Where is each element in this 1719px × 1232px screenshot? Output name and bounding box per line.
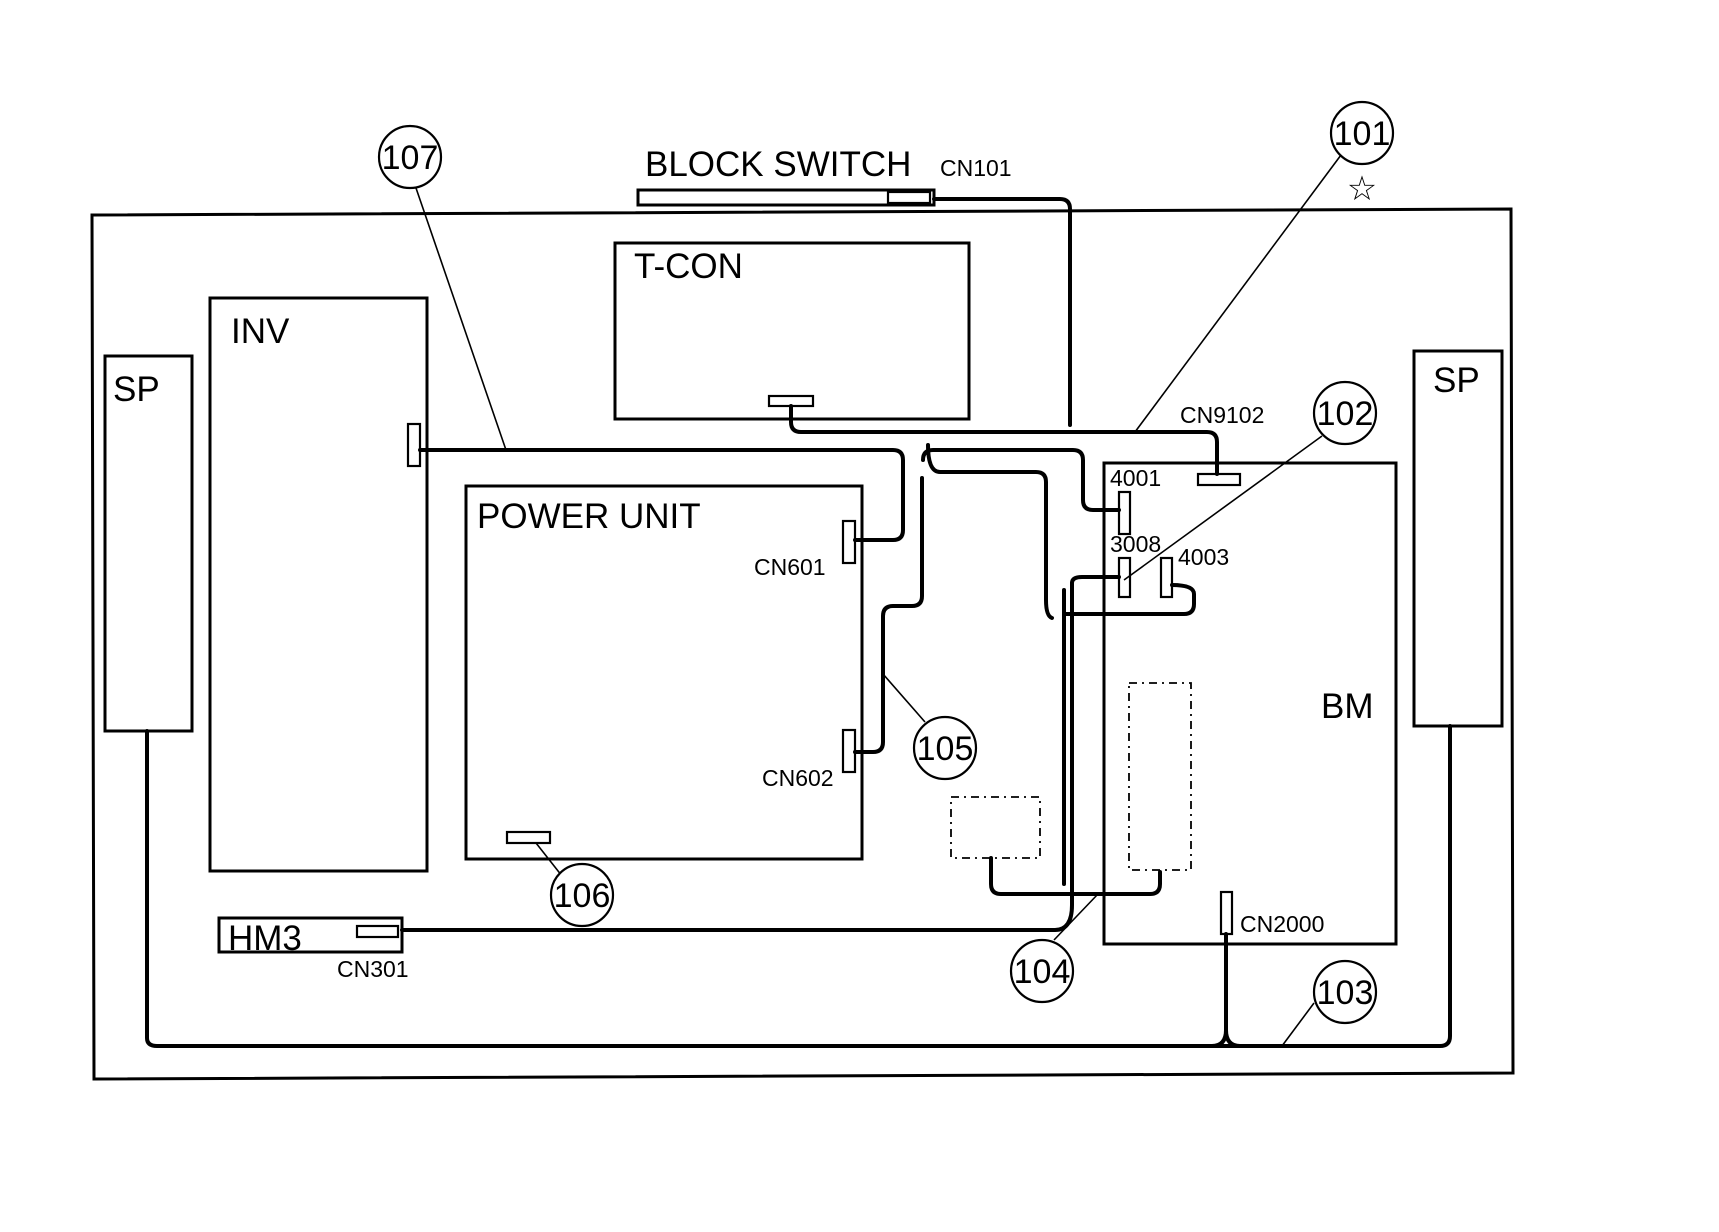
cn601-connector — [841, 519, 857, 565]
star-mark: ☆ — [1347, 170, 1377, 208]
bm: BM CN9102 4001 3008 4003 CN2000 — [1102, 402, 1398, 946]
leader-101 — [1134, 154, 1342, 433]
cn301-label: CN301 — [337, 956, 409, 982]
callout-107-circle — [377, 124, 443, 190]
bm-label: BM — [1321, 687, 1374, 726]
leader-104 — [1053, 893, 1099, 941]
cn2000-connector — [1219, 890, 1234, 936]
callout-103: 103 — [1312, 959, 1378, 1025]
wire-3008 — [1070, 575, 1121, 585]
wire-107 — [418, 448, 905, 542]
callout-101-circle — [1329, 100, 1395, 166]
cn602-label: CN602 — [762, 765, 834, 791]
power-unit-label: POWER UNIT — [477, 497, 701, 536]
leader-105 — [882, 673, 926, 723]
wire-dashed-loop — [989, 856, 1162, 896]
speaker-right-box — [1412, 349, 1504, 728]
callout-104-label: 104 — [1014, 953, 1071, 991]
block-switch: BLOCK SWITCH CN101 — [636, 145, 1012, 207]
callout-102-label: 102 — [1317, 395, 1374, 433]
speaker-right: SP — [1412, 349, 1504, 728]
callout-103-circle — [1312, 959, 1378, 1025]
leader-106 — [535, 842, 563, 877]
callout-106: 106 — [549, 862, 615, 928]
speaker-left-box — [103, 354, 194, 733]
wire-cn2000-right — [1224, 1028, 1242, 1048]
power-unit-bottom-connector — [505, 830, 552, 845]
callout-101: 101 ☆ — [1329, 100, 1395, 208]
callout-101-label: 101 — [1334, 115, 1391, 153]
leader-lines — [415, 154, 1342, 1047]
bm-board — [1102, 461, 1398, 946]
callout-107-label: 107 — [382, 139, 439, 177]
hm3-board — [217, 916, 404, 954]
leader-107 — [415, 187, 507, 451]
cn4003-label: 4003 — [1178, 544, 1229, 570]
callout-104: 104 — [1009, 938, 1075, 1004]
wire-103 — [145, 724, 1452, 1048]
wire-105 — [853, 476, 924, 754]
cn9102-connector — [1196, 472, 1242, 487]
cn2000-label: CN2000 — [1240, 911, 1324, 937]
cn4001-connector — [1117, 490, 1132, 536]
inv-label: INV — [231, 312, 290, 351]
t-con-label: T-CON — [634, 247, 743, 286]
inv-board — [208, 296, 429, 873]
wire-cn2000 — [1210, 932, 1228, 1048]
cn101-label: CN101 — [940, 155, 1012, 181]
t-con: T-CON — [613, 241, 971, 421]
block-switch-connector — [886, 190, 932, 205]
callout-105: 105 — [912, 715, 978, 781]
leader-103 — [1281, 1002, 1315, 1047]
power-unit-board — [464, 484, 864, 861]
speaker-left: SP — [103, 354, 194, 733]
wire-harnesses — [145, 197, 1452, 1048]
cn602-connector — [841, 728, 857, 774]
wire-101 — [932, 197, 1072, 427]
callout-105-label: 105 — [917, 730, 974, 768]
callout-102: 102 — [1312, 380, 1378, 446]
wire-104-trunk — [400, 581, 1074, 932]
chassis-outline — [90, 207, 1515, 1081]
cn9102-label: CN9102 — [1180, 402, 1264, 428]
bm-dashed-module — [1128, 682, 1192, 871]
speaker-left-label: SP — [113, 370, 160, 409]
hm3-label: HM3 — [228, 919, 302, 958]
callout-104-circle — [1009, 938, 1075, 1004]
cn4001-label: 4001 — [1110, 465, 1161, 491]
callout-102-circle — [1312, 380, 1378, 446]
inv-connector — [406, 422, 422, 468]
wire-4003 — [1062, 583, 1196, 616]
cn4003-connector — [1159, 556, 1174, 599]
wire-cn601-bm — [926, 443, 1054, 620]
hm3: HM3 CN301 — [217, 916, 409, 982]
callout-105-circle — [912, 715, 978, 781]
wire-101-lower — [789, 404, 1219, 476]
power-unit: POWER UNIT CN601 CN602 — [464, 484, 864, 861]
inv: INV — [208, 296, 429, 873]
callout-107: 107 — [377, 124, 443, 190]
block-switch-label: BLOCK SWITCH — [645, 145, 911, 184]
wire-4001 — [921, 448, 1121, 512]
callout-106-label: 106 — [554, 877, 611, 915]
cn601-label: CN601 — [754, 554, 826, 580]
speaker-right-label: SP — [1433, 361, 1480, 400]
callout-106-circle — [549, 862, 615, 928]
dashed-module — [950, 796, 1041, 859]
cn3008-label: 3008 — [1110, 531, 1161, 557]
callout-103-label: 103 — [1317, 974, 1374, 1012]
cn301-connector — [355, 924, 400, 939]
leader-102 — [1123, 435, 1323, 581]
